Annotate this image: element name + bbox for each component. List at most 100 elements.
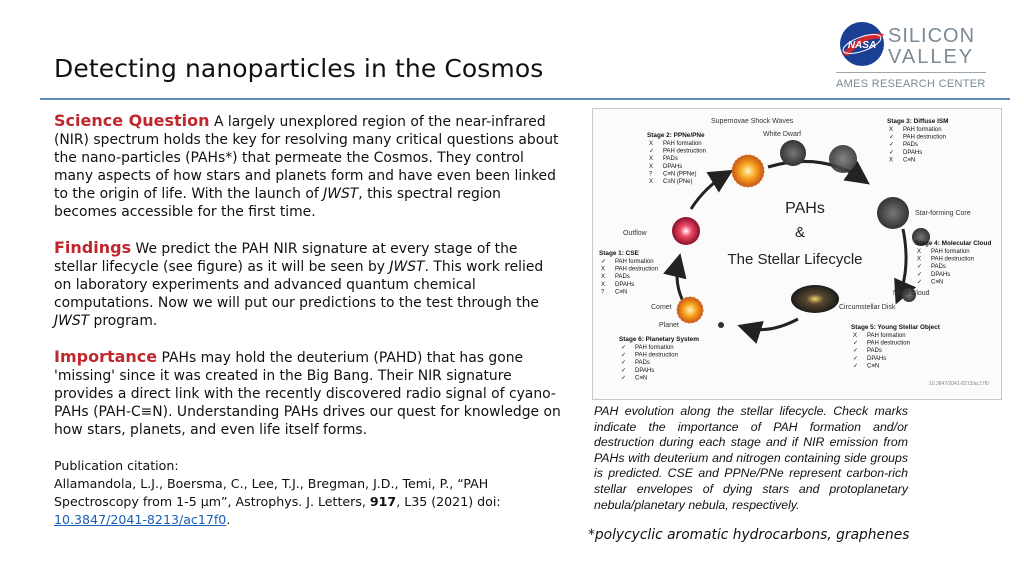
stage-5-item: PADs <box>867 348 882 354</box>
citation-label: Publication citation: <box>54 458 179 473</box>
stage-3-mark: X <box>889 127 893 133</box>
stage-1-item: DPAHs <box>615 282 634 288</box>
logo-line-silicon: SILICON <box>888 25 976 47</box>
citation-text-3: . <box>226 512 231 527</box>
nasa-meatball-icon <box>840 22 884 66</box>
stage-1-mark: X <box>601 274 605 280</box>
stage-1-mark: ✓ <box>601 259 606 265</box>
stage-6-mark: ✓ <box>621 368 626 374</box>
findings-heading: Findings <box>54 238 132 257</box>
left-column: Science Question A largely unexplored re… <box>54 112 564 529</box>
stage-6-item: DPAHs <box>635 368 654 374</box>
stage-4-mark: ✓ <box>917 279 922 285</box>
nasa-chevron-icon <box>842 33 884 56</box>
science-jwst: JWST <box>323 186 359 202</box>
findings-text-2: . This work relied on laboratory experim… <box>54 259 544 311</box>
stage-3-item: PADs <box>903 142 918 148</box>
stage-2-item: C≡N (PPNe) <box>663 171 697 177</box>
stage-4-mark: ✓ <box>917 272 922 278</box>
stage-4-item: PADs <box>931 264 946 270</box>
figure-caption: PAH evolution along the stellar lifecycl… <box>594 404 908 512</box>
lifecycle-diagram: PAHs & The Stellar Lifecycle Supernovae … <box>599 118 991 387</box>
stage-5-mark: ✓ <box>853 348 858 354</box>
stage-3-mark: ✓ <box>889 135 894 141</box>
citation-body: Allamandola, L.J., Boersma, C., Lee, T.J… <box>54 475 564 529</box>
findings-text-3: program. <box>89 313 158 329</box>
stage-5-mark: X <box>853 333 857 339</box>
stage-6-item: PAH destruction <box>635 353 678 359</box>
science-question-paragraph: Science Question A largely unexplored re… <box>54 112 564 221</box>
stage-1-item: PADs <box>615 274 630 280</box>
stage-1-mark: ? <box>601 289 605 295</box>
label-planet: Planet <box>659 322 679 329</box>
nasa-ames-logo: NASA <box>840 22 884 66</box>
stage-3-item: C≡N <box>903 157 915 163</box>
outflow-star <box>672 217 700 245</box>
stage-5-item: DPAHs <box>867 356 886 362</box>
nasa-wordmark: NASA <box>848 40 876 51</box>
logo-line-ames: AMES RESEARCH CENTER <box>836 78 986 90</box>
stage-5-item: PAH destruction <box>867 341 910 347</box>
citation-text-2: , L35 (2021) doi: <box>396 494 501 509</box>
cycle-arrow-top <box>767 159 870 185</box>
doi-link[interactable]: 10.3847/2041-8213/ac17f0 <box>54 512 227 527</box>
label-circumstellar: Circumstellar Disk <box>839 304 896 311</box>
stage-6-mark: ✓ <box>621 360 626 366</box>
circumstellar-disk <box>791 285 839 313</box>
science-text-1: A largely unexplored region of the near-… <box>54 114 559 202</box>
stage-4-item: PAH formation <box>931 249 970 255</box>
stage-6-mark: ✓ <box>621 345 626 351</box>
label-comet: Comet <box>651 304 672 311</box>
supernova-cloud <box>780 140 806 166</box>
planet <box>718 322 724 328</box>
stage-6-item: C≡N <box>635 375 647 381</box>
stage-3-item: PAH formation <box>903 127 942 133</box>
stage-2-item: PAH destruction <box>663 149 706 155</box>
stage-2-mark: X <box>649 156 653 162</box>
cycle-arrow-left-low <box>663 253 687 306</box>
stage-5-mark: ✓ <box>853 341 858 347</box>
label-white-dwarf: White Dwarf <box>763 131 801 138</box>
stage-2-mark: ✓ <box>649 149 654 155</box>
stage-4-mark: X <box>917 249 921 255</box>
stage-5-item: PAH formation <box>867 333 906 339</box>
cycle-arrow-right <box>894 228 917 305</box>
stage-3-item: DPAHs <box>903 150 922 156</box>
stage-6-item: PAH formation <box>635 345 674 351</box>
stage-4-item: PAH destruction <box>931 257 974 263</box>
stage-2-item: PADs <box>663 156 678 162</box>
stage-3-mark: ✓ <box>889 142 894 148</box>
center-title-pahs: PAHs <box>785 200 825 217</box>
science-question-heading: Science Question <box>54 111 210 130</box>
stage-1-mark: X <box>601 267 605 273</box>
stage-4-item: C≡N <box>931 279 943 285</box>
diffuse-ism-cloud <box>829 145 857 173</box>
importance-heading: Importance <box>54 347 158 366</box>
logo-text: SILICON VALLEY <box>888 26 975 68</box>
stage-1-item: C≡N <box>615 289 627 295</box>
label-outflow: Outflow <box>623 230 648 237</box>
stage-5-item: C≡N <box>867 363 879 369</box>
stage-1-mark: X <box>601 282 605 288</box>
cycle-arrow-left-high <box>689 169 734 210</box>
stage-3-item: PAH destruction <box>903 135 946 141</box>
label-supernovae: Supernovae Shock Waves <box>711 118 794 125</box>
stage-5-mark: ✓ <box>853 356 858 362</box>
citation-text-1: Allamandola, L.J., Boersma, C., Lee, T.J… <box>54 476 489 509</box>
stage-4-title: Stage 4: Molecular Cloud <box>915 240 991 247</box>
importance-paragraph: Importance PAHs may hold the deuterium (… <box>54 348 564 439</box>
label-star-forming: Star-forming Core <box>915 210 971 217</box>
label-figure-doi: 10.3847/2041-8213/ac17f0 <box>929 381 989 387</box>
stage-2-mark: X <box>649 179 653 185</box>
cse-star <box>676 296 704 324</box>
stage-6-title: Stage 6: Planetary System <box>619 336 699 343</box>
stage-2-title: Stage 2: PPNe/PNe <box>647 132 705 139</box>
logo-line-valley: VALLEY <box>888 46 975 68</box>
stage-3-mark: X <box>889 157 893 163</box>
stage-4-mark: ✓ <box>917 264 922 270</box>
stage-2-mark: X <box>649 164 653 170</box>
stage-1-title: Stage 1: CSE <box>599 250 640 257</box>
stage-6-item: PADs <box>635 360 650 366</box>
stage-4-item: DPAHs <box>931 272 950 278</box>
stage-3-title: Stage 3: Diffuse ISM <box>887 118 948 125</box>
